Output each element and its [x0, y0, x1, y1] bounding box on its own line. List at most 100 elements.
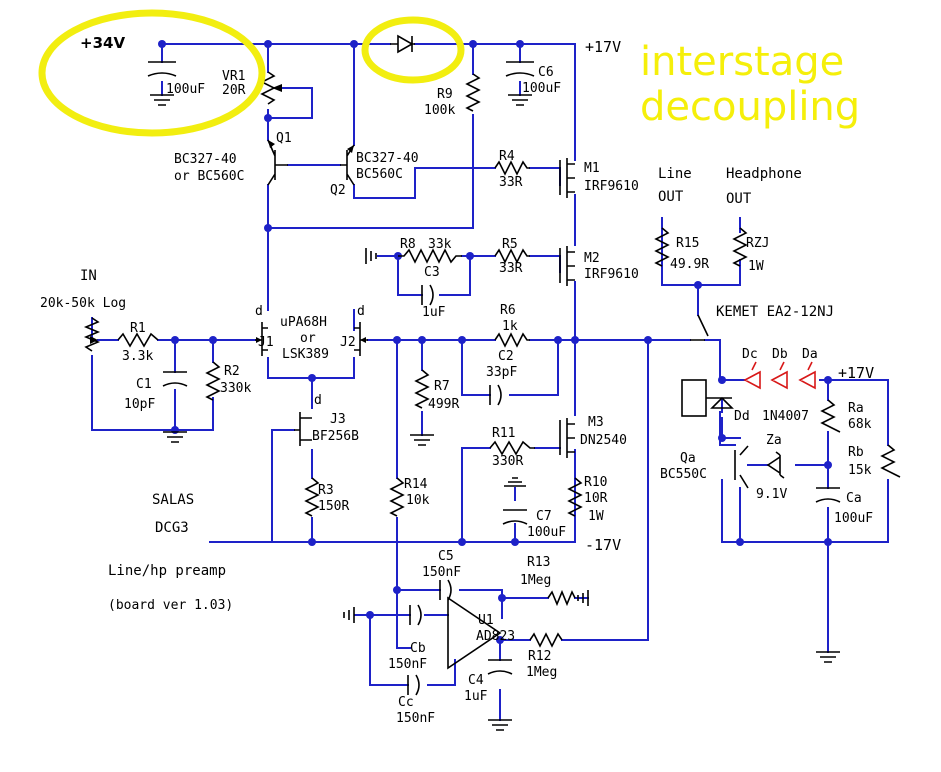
q1-type1-label: BC327-40: [174, 152, 237, 167]
m3-name-label: M3: [588, 415, 604, 430]
cb-name-label: Cb: [410, 641, 426, 656]
d-right-label: d: [357, 304, 365, 319]
r2-name-label: R2: [224, 364, 240, 379]
d-left-label: d: [255, 304, 263, 319]
rail-pos17-top: +17V: [585, 38, 621, 56]
r7-val-label: 499R: [428, 397, 459, 412]
r13-val-label: 1Meg: [520, 573, 551, 588]
labels: +34V +17V +17V -17V interstage decouplin…: [40, 34, 874, 726]
ca-name-label: Ca: [846, 491, 862, 506]
annotation-line2: decoupling: [640, 84, 860, 130]
c5-name-label: C5: [438, 549, 454, 564]
qa-type-label: BC550C: [660, 467, 707, 482]
r4-name-label: R4: [499, 149, 515, 164]
r2-val-label: 330k: [220, 381, 251, 396]
r12-val-label: 1Meg: [526, 665, 557, 680]
q1-name-label: Q1: [276, 131, 292, 146]
r13-name-label: R13: [527, 555, 550, 570]
jfet-t3-label: LSK389: [282, 347, 329, 362]
j1-name-label: J1: [258, 335, 274, 350]
rb-name-label: Rb: [848, 445, 864, 460]
u1-name-label: U1: [478, 613, 494, 628]
j3-type-label: BF256B: [312, 429, 359, 444]
m1-type-label: IRF9610: [584, 179, 639, 194]
rail-pos34: +34V: [80, 34, 125, 52]
jfet-t2-label: or: [300, 331, 316, 346]
hp-out-1: Headphone: [726, 166, 802, 182]
c4-val-label: 1uF: [464, 689, 488, 704]
c4-name-label: C4: [468, 673, 484, 688]
r8-val-label: 33k: [428, 237, 452, 252]
d-j3-label: d: [314, 393, 322, 408]
jfet-t1-label: uPA68H: [280, 315, 327, 330]
line-out-2: OUT: [658, 189, 684, 205]
c2-val-label: 33pF: [486, 365, 517, 380]
relay-label: KEMET EA2-12NJ: [716, 304, 834, 320]
r3-val-label: 150R: [318, 499, 349, 514]
junction-dots: [158, 40, 832, 644]
r3-name-label: R3: [318, 483, 334, 498]
r9-val-label: 100k: [424, 103, 455, 118]
za-val-label: 9.1V: [756, 487, 787, 502]
r15-name-label: R15: [676, 236, 699, 251]
rzj-name-label: RZJ: [746, 236, 769, 251]
db-name-label: Db: [772, 347, 788, 362]
input-label: IN: [80, 268, 97, 284]
cc-name-label: Cc: [398, 695, 414, 710]
r12-name-label: R12: [528, 649, 551, 664]
r1-val-label: 3.3k: [122, 349, 153, 364]
c6-val-label: 100uF: [522, 81, 561, 96]
rail-pos17-right: +17V: [838, 364, 874, 382]
q2-type1-label: BC327-40: [356, 151, 419, 166]
j2-name-label: J2: [340, 335, 356, 350]
c3-val-label: 1uF: [422, 305, 446, 320]
title-line1: SALAS: [152, 492, 194, 508]
r15-val-label: 49.9R: [670, 257, 709, 272]
c-top-label: 100uF: [166, 82, 205, 97]
rb-val-label: 15k: [848, 463, 872, 478]
r8-name-label: R8: [400, 237, 416, 252]
cb-val-label: 150nF: [388, 657, 427, 672]
c3-name-label: C3: [424, 265, 440, 280]
c7-name-label: C7: [536, 509, 552, 524]
ra-val-label: 68k: [848, 417, 872, 432]
qa-name-label: Qa: [680, 451, 696, 466]
dd-type-label: 1N4007: [762, 409, 809, 424]
r5-name-label: R5: [502, 237, 518, 252]
dd-name-label: Dd: [734, 409, 750, 424]
title-line4: (board ver 1.03): [108, 598, 233, 613]
cc-val-label: 150nF: [396, 711, 435, 726]
ra-name-label: Ra: [848, 401, 864, 416]
component-symbols: [83, 34, 901, 731]
r7-name-label: R7: [434, 379, 450, 394]
line-out-1: Line: [658, 166, 692, 182]
u1-type-label: AD823: [476, 629, 515, 644]
input-pot: 20k-50k Log: [40, 296, 126, 311]
r5-val-label: 33R: [499, 261, 523, 276]
r10-pw-label: 1W: [588, 509, 604, 524]
q2-type2-label: BC560C: [356, 167, 403, 182]
vr1-val-label: 20R: [222, 83, 246, 98]
title-line3: Line/hp preamp: [108, 563, 226, 579]
m3-type-label: DN2540: [580, 433, 627, 448]
r14-val-label: 10k: [406, 493, 430, 508]
r6-name-label: R6: [500, 303, 516, 318]
c1-val-label: 10pF: [124, 397, 155, 412]
rzj-val-label: 1W: [748, 259, 764, 274]
da-name-label: Da: [802, 347, 818, 362]
c5-val-label: 150nF: [422, 565, 461, 580]
q1-type2-label: or BC560C: [174, 169, 244, 184]
hp-out-2: OUT: [726, 191, 752, 207]
dc-name-label: Dc: [742, 347, 758, 362]
r9-name-label: R9: [437, 87, 453, 102]
r4-val-label: 33R: [499, 175, 523, 190]
c2-name-label: C2: [498, 349, 514, 364]
vr1-name-label: VR1: [222, 69, 245, 84]
r11-name-label: R11: [492, 426, 515, 441]
c6-name-label: C6: [538, 65, 554, 80]
ca-val-label: 100uF: [834, 511, 873, 526]
annotation-line1: interstage: [640, 39, 844, 85]
r1-name-label: R1: [130, 321, 146, 336]
